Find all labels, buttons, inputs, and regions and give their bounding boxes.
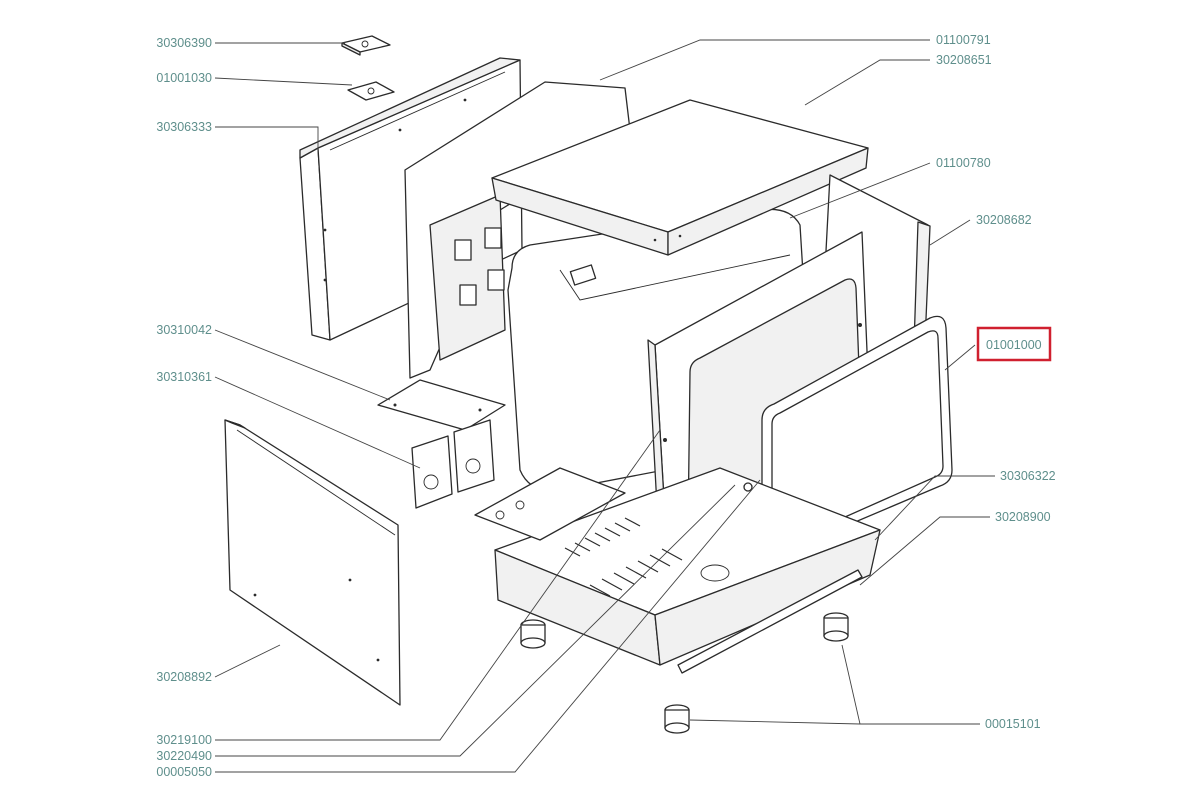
labels-bottom-left: 30219100 30220490 00005050 bbox=[156, 733, 212, 779]
label-30306322: 30306322 bbox=[1000, 469, 1056, 483]
label-01001030: 01001030 bbox=[156, 71, 212, 85]
part-30310361 bbox=[411, 419, 495, 509]
label-30208682: 30208682 bbox=[976, 213, 1032, 227]
label-30220490: 30220490 bbox=[156, 749, 212, 763]
part-30208900 bbox=[677, 569, 863, 674]
label-00015101: 00015101 bbox=[985, 717, 1041, 731]
part-00005050 bbox=[743, 482, 753, 492]
part-30310042 bbox=[377, 379, 506, 431]
label-30208651: 30208651 bbox=[936, 53, 992, 67]
label-00005050: 00005050 bbox=[156, 765, 212, 779]
highlight-box bbox=[976, 326, 1052, 362]
part-30219100 bbox=[474, 467, 626, 541]
labels-right: 01100791 30208651 01100780 30208682 0100… bbox=[936, 33, 1056, 731]
label-30310361: 30310361 bbox=[156, 370, 212, 384]
label-30219100: 30219100 bbox=[156, 733, 212, 747]
part-01001030 bbox=[347, 81, 395, 101]
label-30306333: 30306333 bbox=[156, 120, 212, 134]
labels-left: 30306390 01001030 30306333 30310042 3031… bbox=[156, 36, 212, 684]
label-30208900: 30208900 bbox=[995, 510, 1051, 524]
part-00015101-feet bbox=[520, 612, 849, 734]
label-30310042: 30310042 bbox=[156, 323, 212, 337]
label-01100791: 01100791 bbox=[936, 33, 991, 47]
part-30208892 bbox=[224, 419, 401, 706]
label-30306390: 30306390 bbox=[156, 36, 212, 50]
leader-lines bbox=[214, 39, 995, 773]
part-30208651 bbox=[491, 99, 869, 256]
part-01001000-gasket bbox=[761, 315, 953, 558]
label-01001000: 01001000 bbox=[986, 338, 1042, 352]
part-30306390 bbox=[341, 35, 391, 56]
part-base-tray bbox=[494, 467, 881, 666]
label-30208892: 30208892 bbox=[156, 670, 212, 684]
label-01100780: 01100780 bbox=[936, 156, 991, 170]
